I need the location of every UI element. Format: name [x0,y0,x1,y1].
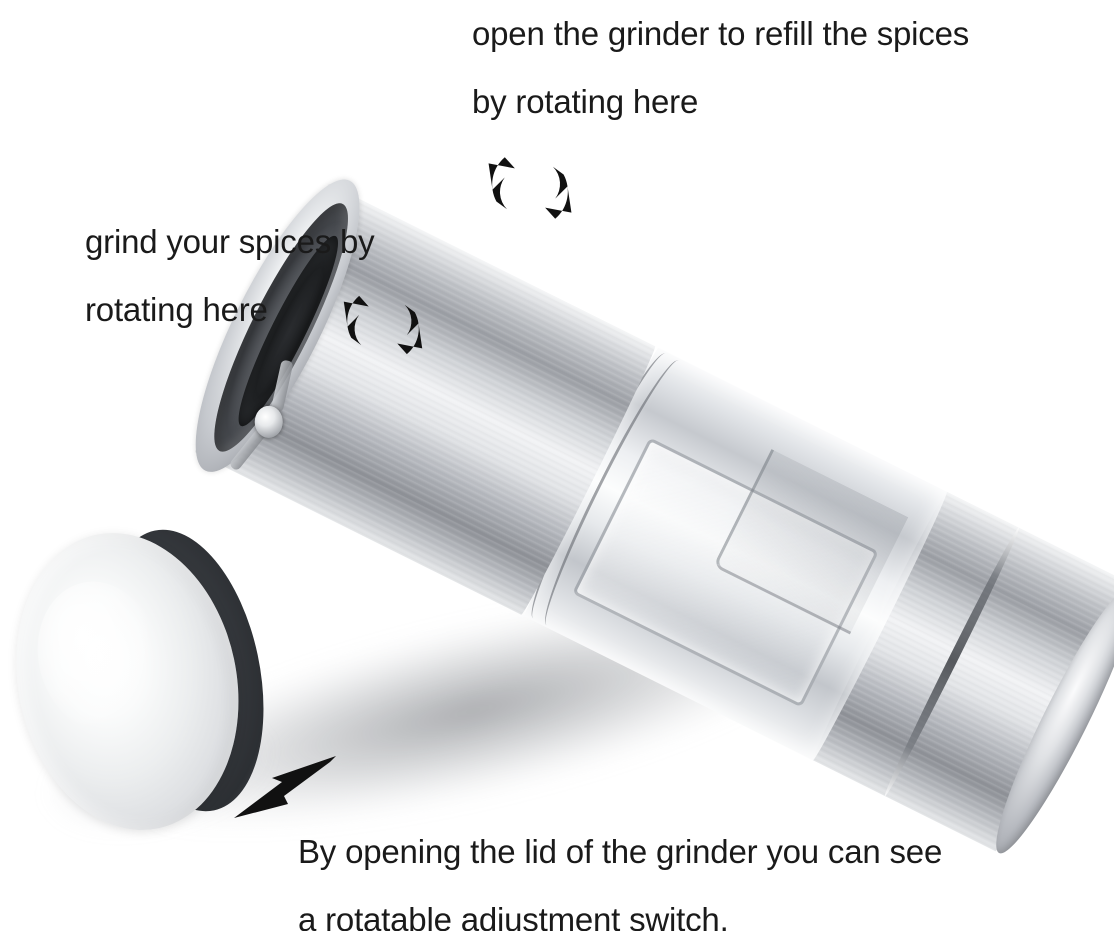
circular-rotate-icon [488,157,572,219]
annotation-grind-line-1: grind your spices by [85,223,375,260]
annotation-refill-text: open the grinder to refill the spices by… [472,0,969,136]
lid-highlight [24,570,173,742]
annotation-lid-text: By opening the lid of the grinder you ca… [298,818,942,931]
annotation-lid-line-2: a rotatable adjustment switch. [298,901,729,931]
adjustment-switch [254,405,283,438]
annotation-refill-line-2: by rotating here [472,83,699,120]
annotation-grind-line-2: rotating here [85,291,268,328]
arrow-down-left-icon [234,756,336,818]
circular-rotate-icon [343,295,423,355]
annotation-grind-text: grind your spices by rotating here [85,208,375,344]
annotation-lid-line-1: By opening the lid of the grinder you ca… [298,833,943,870]
annotation-refill-line-1: open the grinder to refill the spices [472,15,970,52]
